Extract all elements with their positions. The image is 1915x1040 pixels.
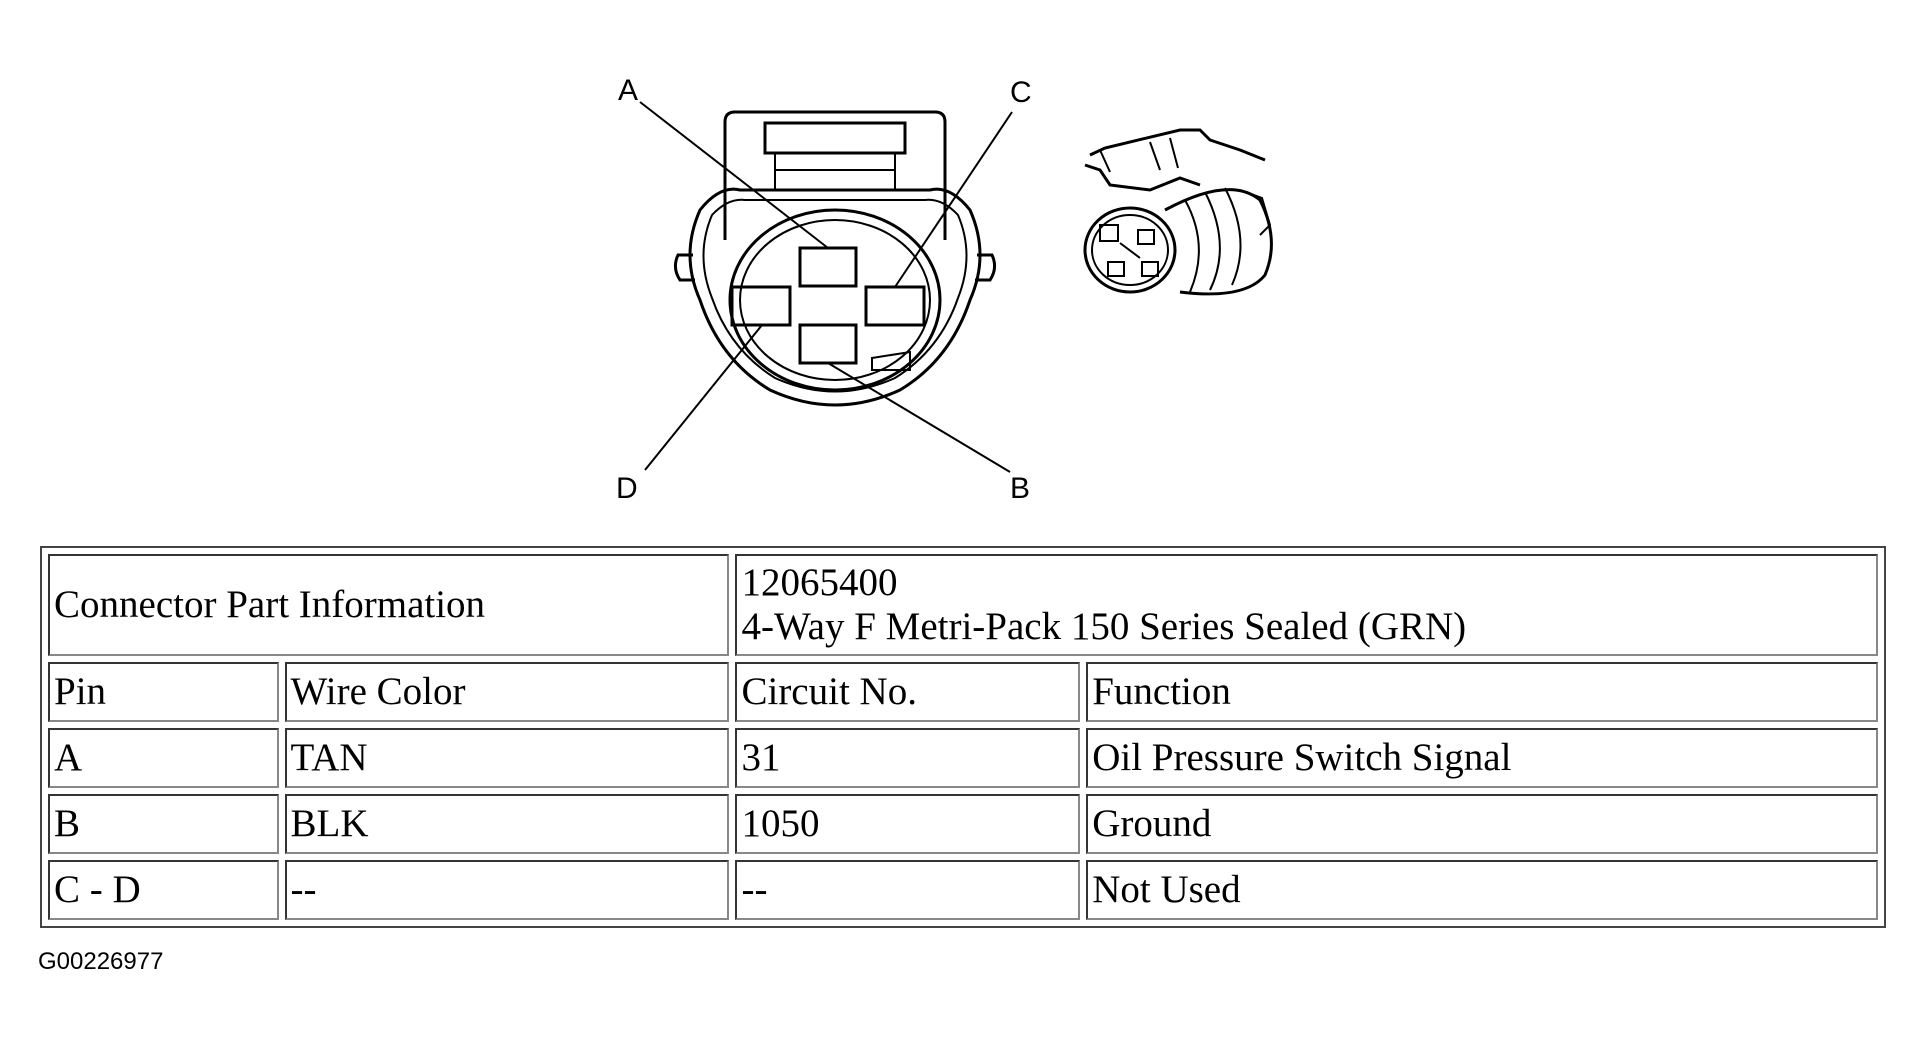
cavity-b [798, 323, 858, 365]
pin-cell: B [48, 794, 279, 854]
connector-face-view [639, 101, 1013, 473]
pin-cell: C - D [48, 860, 279, 920]
pin-label-b: B [1010, 472, 1030, 505]
circuit-cell: 1050 [735, 794, 1081, 854]
table-row: A TAN 31 Oil Pressure Switch Signal [48, 728, 1878, 788]
pin-label-c: C [1010, 76, 1032, 109]
part-info-value: 12065400 4-Way F Metri-Pack 150 Series S… [735, 554, 1878, 656]
function-cell: Not Used [1086, 860, 1878, 920]
circuit-cell: -- [735, 860, 1081, 920]
cavity-c [864, 285, 926, 327]
pin-label-a: A [618, 74, 638, 107]
column-header-pin: Pin [48, 662, 279, 722]
part-description: 4-Way F Metri-Pack 150 Series Sealed (GR… [741, 605, 1467, 648]
cavity-a [798, 246, 858, 288]
table-row: C - D -- -- Not Used [48, 860, 1878, 920]
wire-color-cell: BLK [284, 794, 730, 854]
table-header-row: Pin Wire Color Circuit No. Function [48, 662, 1878, 722]
part-number: 12065400 [741, 561, 898, 604]
connector-diagram: A C D B [616, 74, 1273, 505]
wire-color-cell: -- [284, 860, 730, 920]
column-header-function: Function [1086, 662, 1878, 722]
circuit-cell: 31 [735, 728, 1081, 788]
column-header-circuit: Circuit No. [735, 662, 1081, 722]
connector-perspective-view [1083, 128, 1273, 296]
pin-cell: A [48, 728, 279, 788]
function-cell: Oil Pressure Switch Signal [1086, 728, 1878, 788]
part-info-label: Connector Part Information [48, 554, 730, 656]
table-row: B BLK 1050 Ground [48, 794, 1878, 854]
part-info-row: Connector Part Information 12065400 4-Wa… [48, 554, 1878, 656]
column-header-wire-color: Wire Color [284, 662, 730, 722]
connector-info-table: Connector Part Information 12065400 4-Wa… [40, 546, 1886, 928]
pin-label-d: D [616, 472, 638, 505]
function-cell: Ground [1086, 794, 1878, 854]
figure-id: G00226977 [38, 948, 164, 975]
wire-color-cell: TAN [284, 728, 730, 788]
